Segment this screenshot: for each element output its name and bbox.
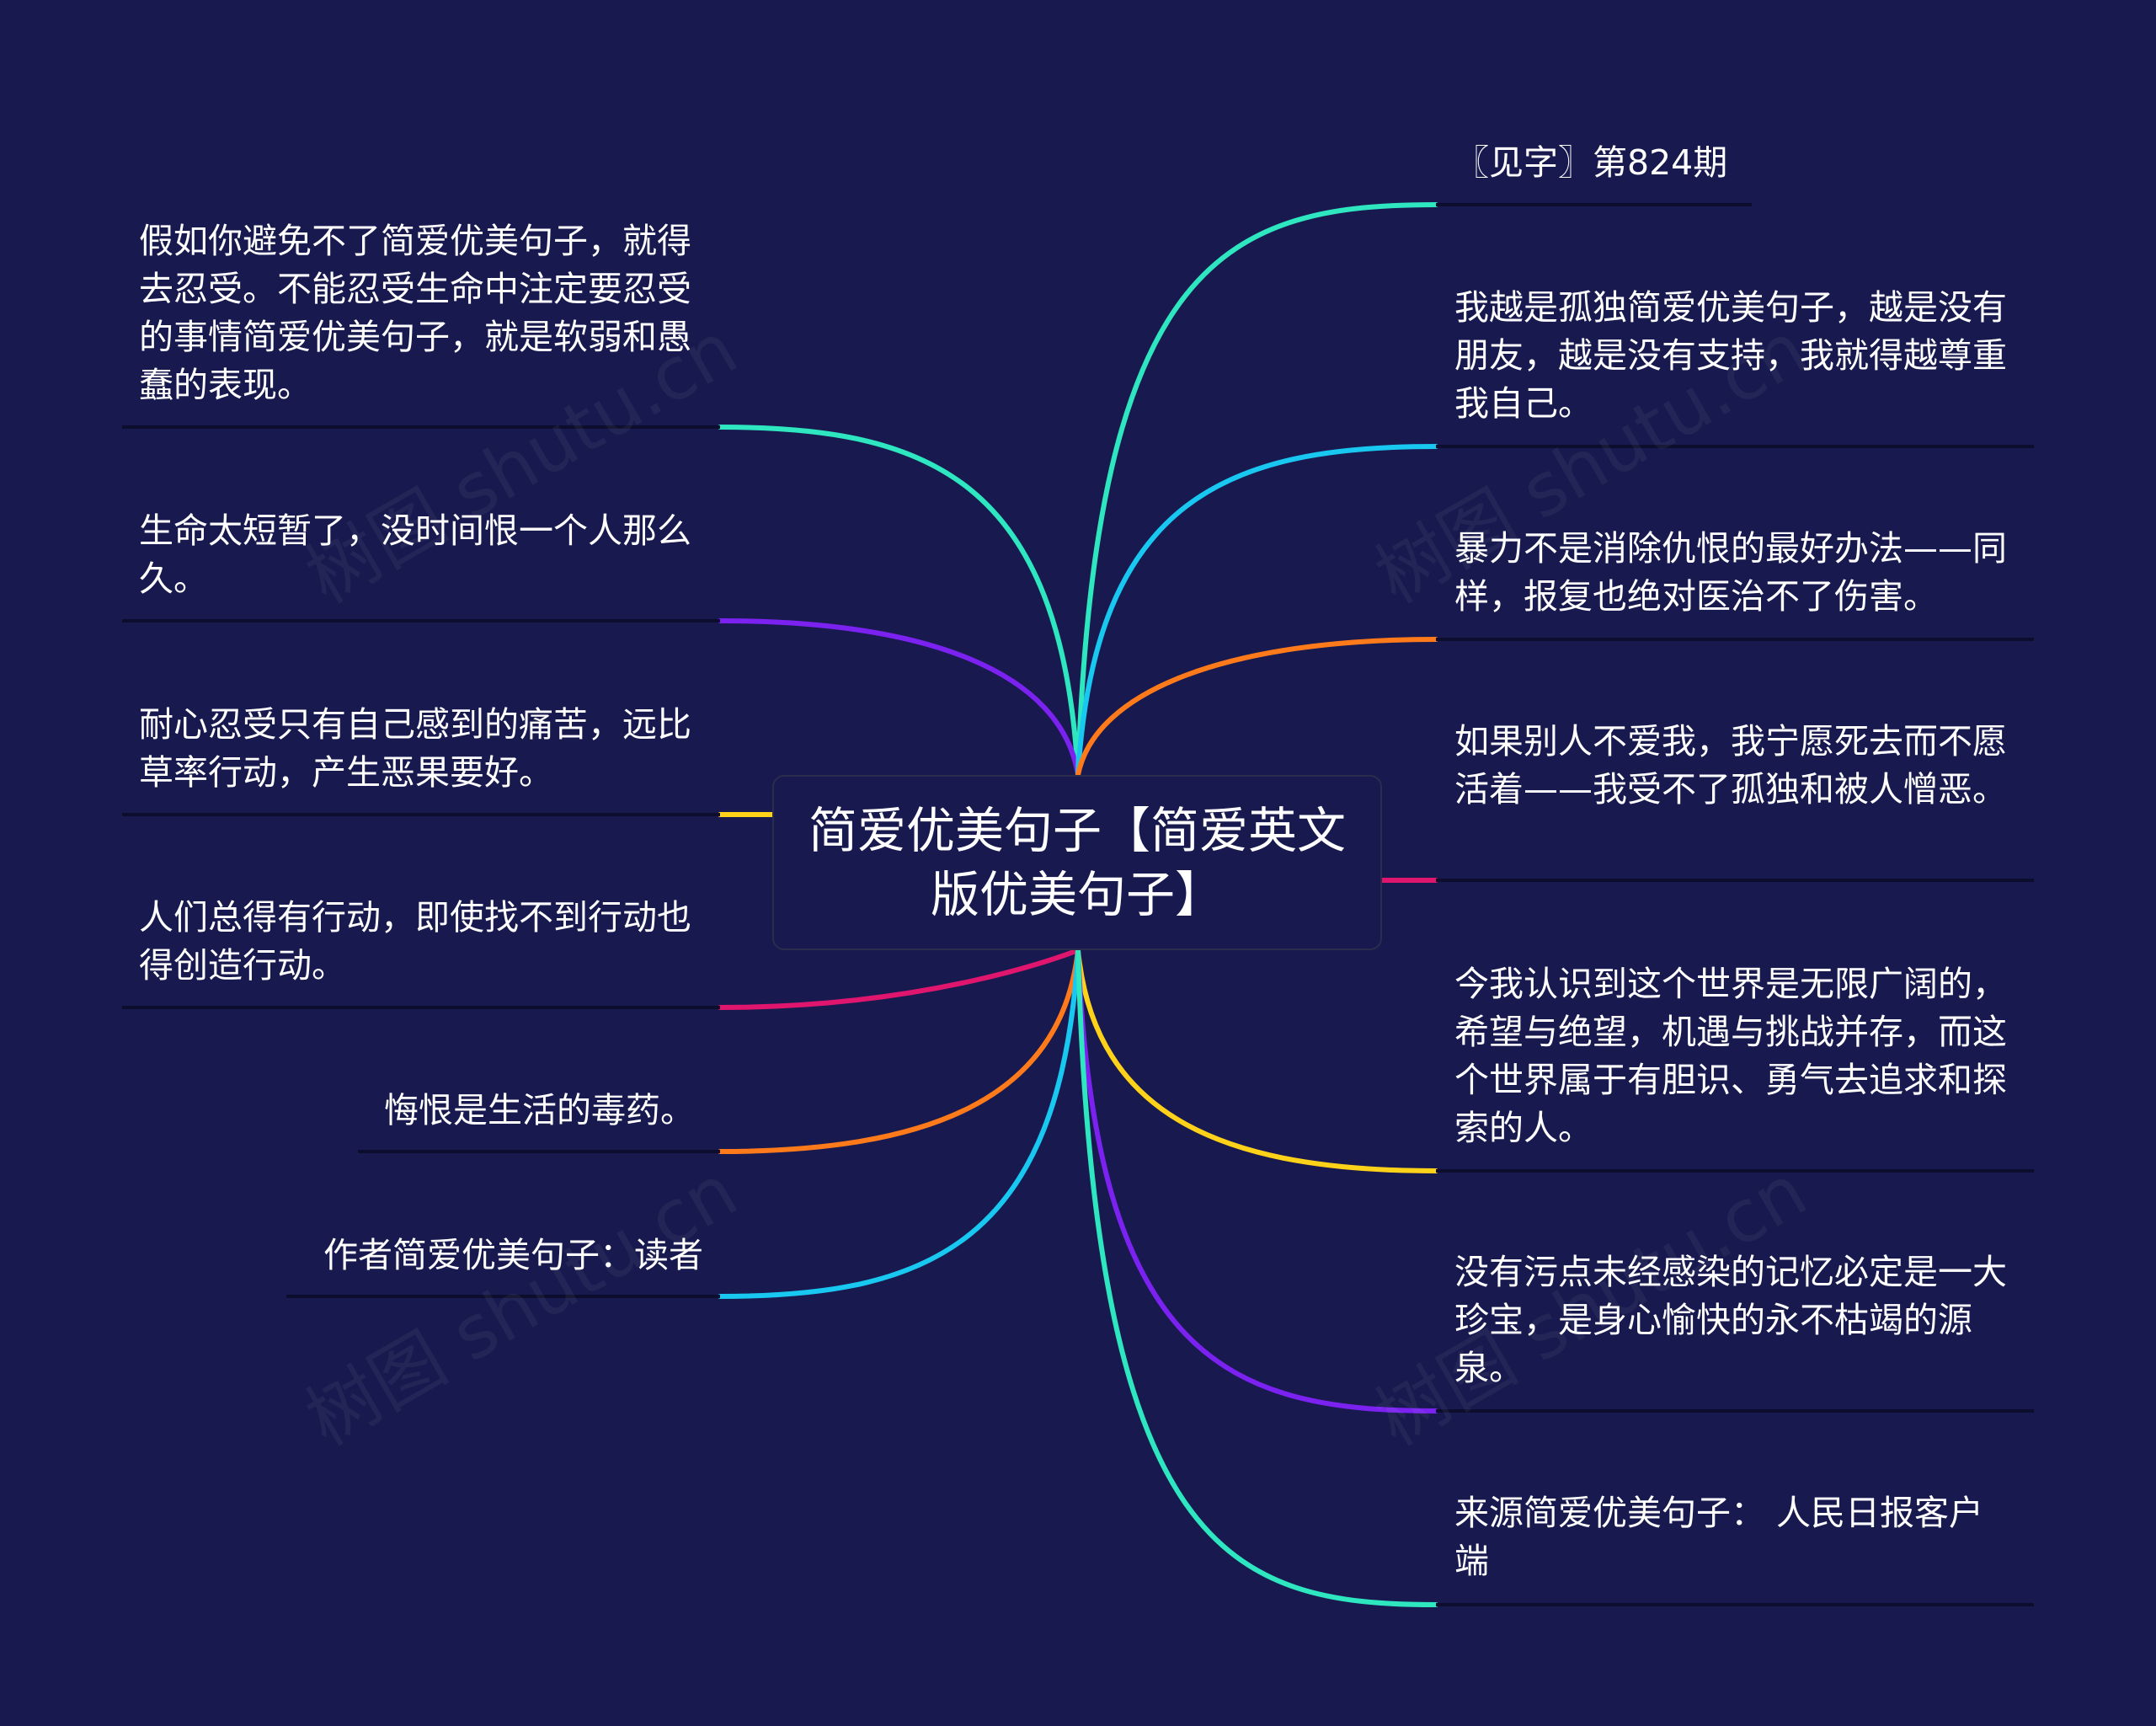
right-connector-6: [1075, 948, 1438, 1413]
central-topic[interactable]: 简爱优美句子【简爱英文版优美句子】: [772, 775, 1382, 950]
left-connector-2: [718, 618, 1081, 778]
right-node-7[interactable]: 来源简爱优美句子： 人民日报客户端: [1454, 1493, 1984, 1581]
left-node-2[interactable]: 生命太短暂了，没时间恨一个人那么久。: [139, 510, 691, 599]
right-node-5[interactable]: 今我认识到这个世界是无限广阔的，希望与绝望，机遇与挑战并存，而这个世界属于有胆识…: [1454, 964, 2007, 1148]
right-node-3[interactable]: 暴力不是消除仇恨的最好办法——同样，报复也绝对医治不了伤害。: [1454, 528, 2007, 617]
left-connector-6: [718, 948, 1081, 1299]
left-node-5[interactable]: 悔恨是生活的毒药。: [384, 1090, 695, 1130]
left-connector-5: [718, 948, 1081, 1154]
left-connector-1: [718, 425, 1081, 778]
left-node-1[interactable]: 假如你避免不了简爱优美句子，就得去忍受。不能忍受生命中注定要忍受的事情简爱优美句…: [139, 221, 691, 405]
right-connector-7: [1075, 948, 1438, 1607]
right-connector-1: [1075, 202, 1438, 778]
left-connector-4: [718, 948, 1081, 1010]
right-node-2[interactable]: 我越是孤独简爱优美句子，越是没有朋友，越是没有支持，我就得越尊重我自己。: [1454, 287, 2007, 424]
central-topic-label: 简爱优美句子【简爱英文版优美句子】: [808, 802, 1346, 923]
left-node-3[interactable]: 耐心忍受只有自己感到的痛苦，远比草率行动，产生恶果要好。: [139, 704, 691, 793]
right-node-6[interactable]: 没有污点未经感染的记忆必定是一大珍宝，是身心愉快的永不枯竭的源泉。: [1454, 1252, 2007, 1388]
right-node-4[interactable]: 如果别人不爱我，我宁愿死去而不愿活着——我受不了孤独和被人憎恶。: [1454, 721, 2007, 810]
right-connector-2: [1075, 444, 1438, 778]
right-connector-5: [1075, 948, 1438, 1173]
left-node-6[interactable]: 作者简爱优美句子：读者: [323, 1235, 703, 1275]
right-connector-3: [1075, 637, 1438, 778]
right-node-1[interactable]: 〖见字〗第824期: [1454, 142, 1728, 183]
left-node-4[interactable]: 人们总得有行动，即使找不到行动也得创造行动。: [139, 897, 691, 986]
